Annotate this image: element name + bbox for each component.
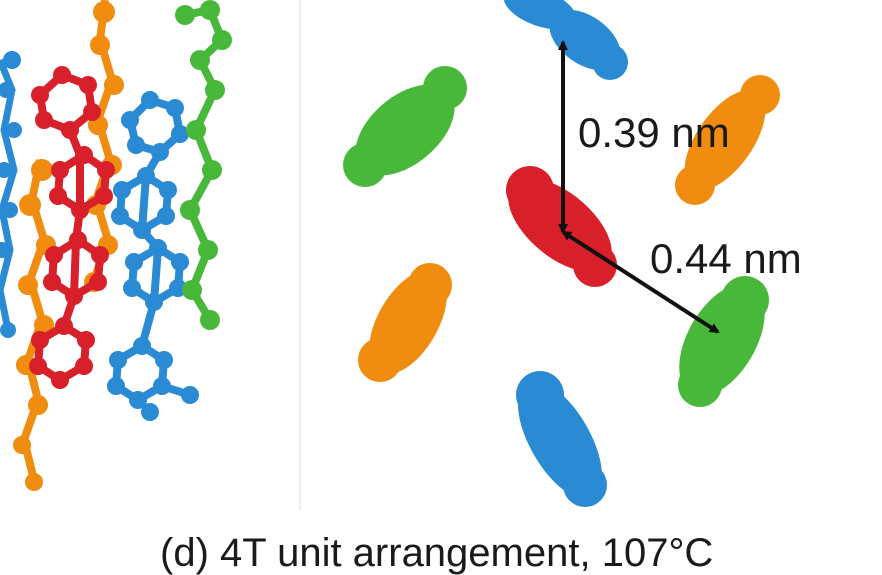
side-view-panel — [0, 0, 232, 491]
green-molecule-left — [343, 66, 467, 187]
blue-chain-left — [0, 58, 18, 331]
blue-molecule-bottom — [516, 371, 607, 507]
figure-caption: (d) 4T unit arrangement, 107°C — [160, 531, 714, 575]
green-molecule-right — [678, 276, 769, 407]
orange-molecule-left — [358, 263, 452, 382]
distance-label-vertical: 0.39 nm — [578, 109, 730, 156]
distance-label-diagonal: 0.44 nm — [650, 235, 802, 282]
red-molecule-center — [506, 166, 617, 287]
orange-molecule-right — [675, 75, 780, 205]
top-view-panel — [343, 0, 780, 507]
double-headed-arrow-icon — [561, 230, 720, 334]
molecular-packing-figure — [0, 0, 780, 510]
